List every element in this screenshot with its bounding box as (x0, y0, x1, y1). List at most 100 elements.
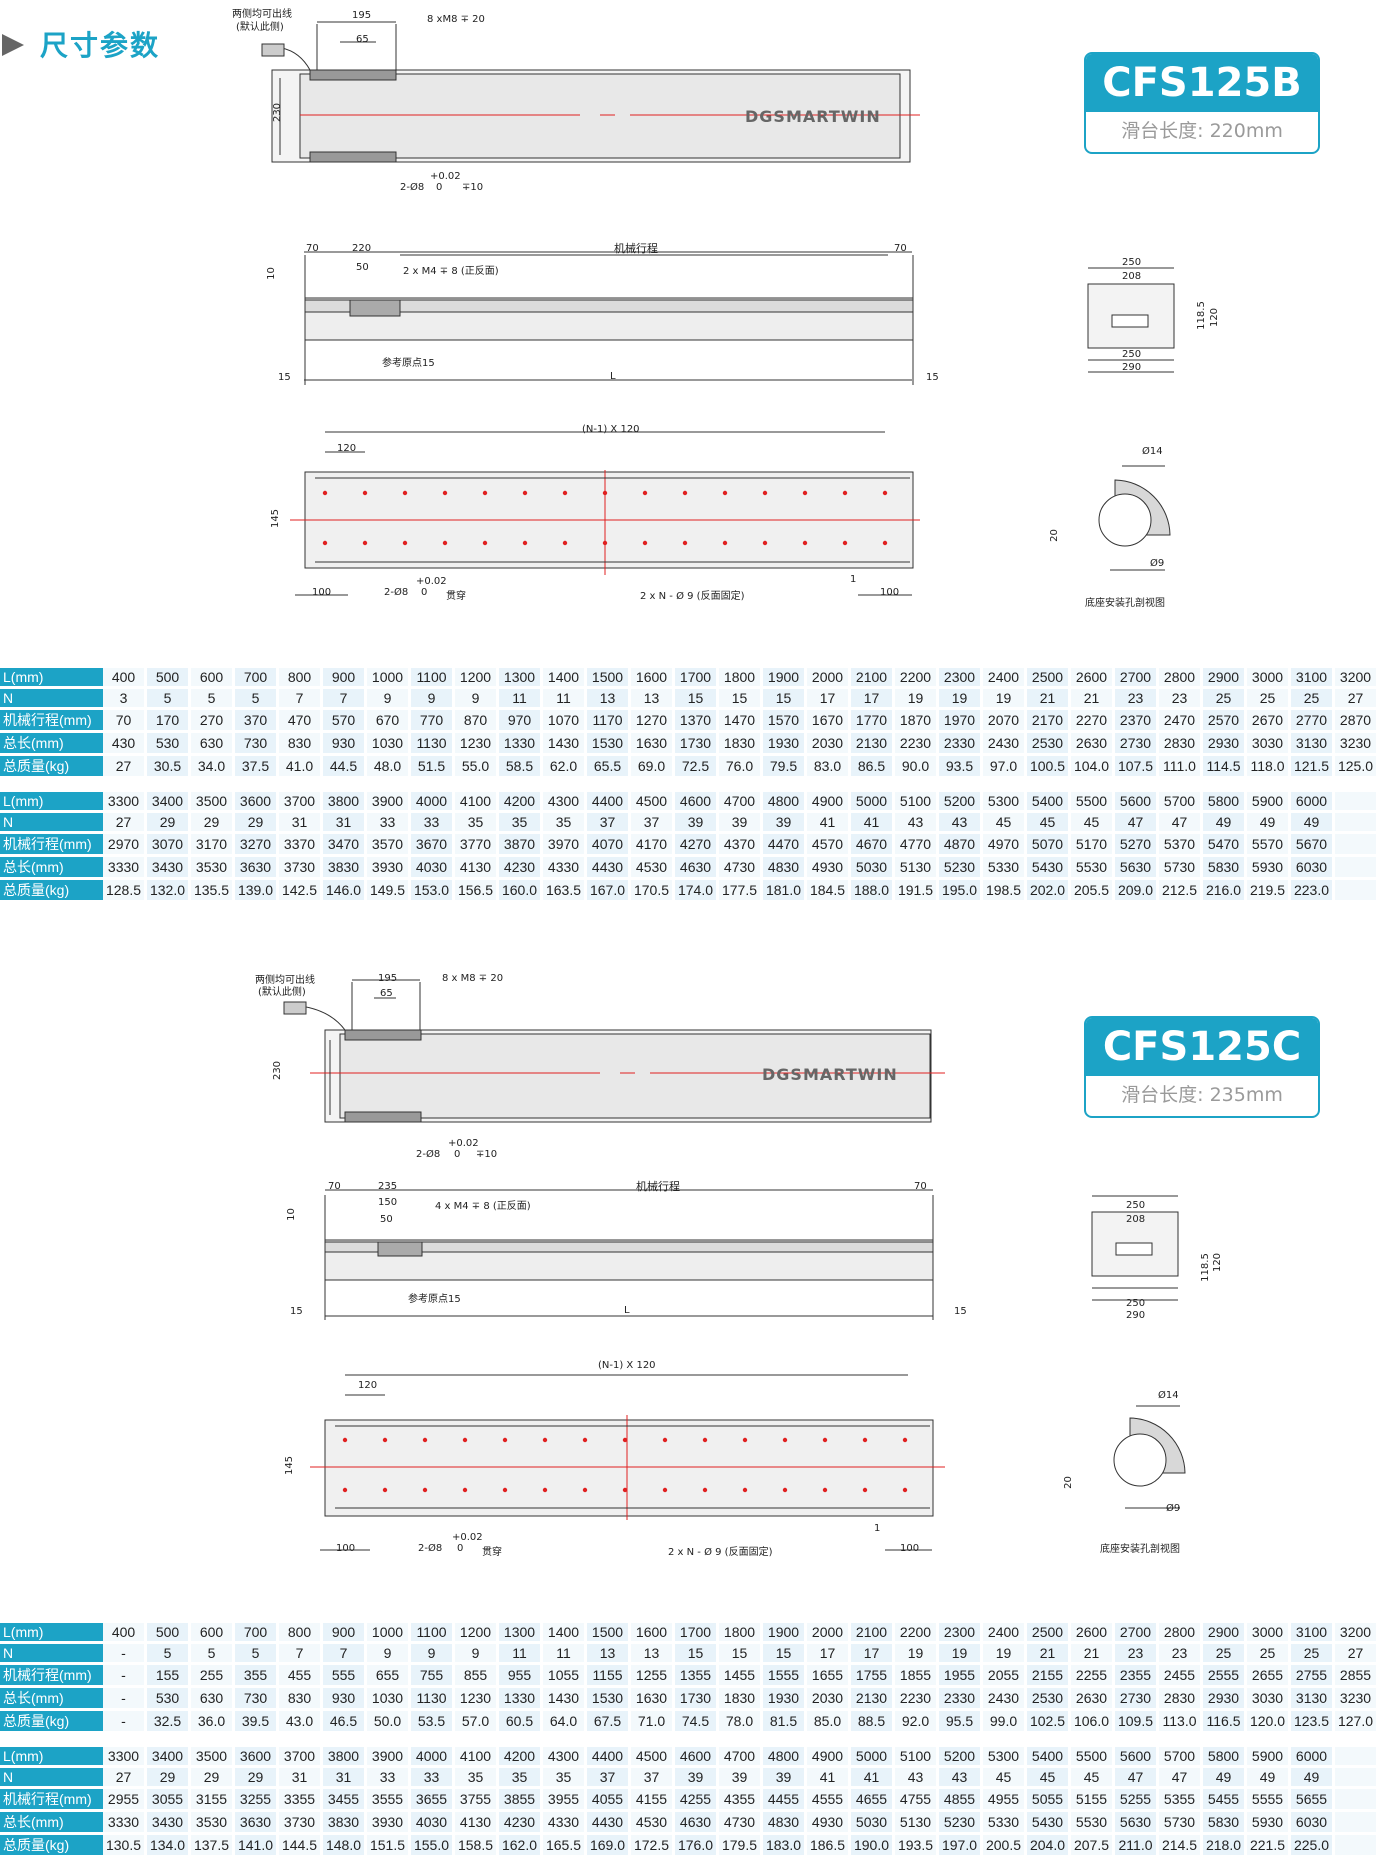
table-cell: 39 (719, 1768, 763, 1786)
table-cell: 4570 (807, 834, 851, 854)
row-label: 总质量(kg) (0, 1711, 103, 1731)
table-cell: 3055 (147, 1789, 191, 1809)
table-cell: 5 (147, 689, 191, 707)
table-cell: 2230 (895, 733, 939, 753)
pin-spec: 2-Ø8 (400, 182, 425, 193)
table-cell: 19 (895, 689, 939, 707)
mount-hole (822, 1437, 828, 1443)
table-cell: 4870 (939, 834, 983, 854)
table-cell: 49 (1291, 813, 1335, 831)
table-cell: 1570 (763, 710, 807, 730)
table-cell: 127.0 (1335, 1711, 1379, 1731)
row-label: N (0, 1768, 103, 1786)
table-cell: 355 (235, 1665, 279, 1685)
mount-hole (682, 540, 688, 546)
table-cell: 13 (631, 1644, 675, 1662)
table-cell: 270 (191, 710, 235, 730)
brand-logo: DGSMARTWIN (762, 1065, 898, 1084)
table-cell: 3330 (103, 1812, 147, 1832)
table-cell: 39 (675, 1768, 719, 1786)
table-cell: 15 (675, 1644, 719, 1662)
dim-70a: 70 (306, 243, 319, 254)
table-cell: 53.5 (411, 1711, 455, 1731)
table-cell: 30.5 (147, 756, 191, 776)
table-cell: 2100 (851, 668, 895, 686)
mount-hole (722, 540, 728, 546)
table-cell: 17 (807, 1644, 851, 1662)
play-triangle-icon (2, 34, 24, 56)
table-cell: 1800 (719, 1623, 763, 1641)
table-cell: 530 (147, 1688, 191, 1708)
table-cell: 6030 (1291, 857, 1335, 877)
table-cell: 3955 (543, 1789, 587, 1809)
table-cell: 2330 (939, 1688, 983, 1708)
table-cell: 4770 (895, 834, 939, 854)
mount-hole (582, 1437, 588, 1443)
table-cell: 5630 (1115, 857, 1159, 877)
table-cell: 71.0 (631, 1711, 675, 1731)
row-label: N (0, 813, 103, 831)
pin-tol: +0.02 (448, 1138, 479, 1149)
table-cell: 4900 (807, 1747, 851, 1765)
table-cell: 35 (499, 813, 543, 831)
table-cell: 1370 (675, 710, 719, 730)
table-cell: 4830 (763, 1812, 807, 1832)
table-cell: 67.5 (587, 1711, 631, 1731)
table-cell: 6030 (1291, 1812, 1335, 1832)
table-cell: 5655 (1291, 1789, 1335, 1809)
table-cell: 104.0 (1071, 756, 1115, 776)
section-view (1087, 267, 1175, 373)
dim-250b: 250 (1126, 1298, 1146, 1309)
table-cell: 25 (1291, 1644, 1335, 1662)
table-cell: 570 (323, 710, 367, 730)
table-cell (1335, 834, 1379, 854)
mount-hole (362, 540, 368, 546)
dim-1: 1 (874, 1523, 881, 1534)
dim-120: 120 (358, 1380, 378, 1391)
table-cell: 13 (587, 689, 631, 707)
table-cell: 184.5 (807, 880, 851, 900)
slide-length: 滑台长度: 235mm (1121, 1084, 1283, 1106)
table-cell: 3630 (235, 857, 279, 877)
table-cell: 700 (235, 1623, 279, 1641)
mount-hole (742, 1437, 748, 1443)
table-cell: 1430 (543, 733, 587, 753)
table-cell: 3200 (1335, 1623, 1379, 1641)
table-cell: 5800 (1203, 1747, 1247, 1765)
table-cell: 74.5 (675, 1711, 719, 1731)
dim-100b: 100 (900, 1543, 920, 1554)
dim-230: 230 (272, 102, 284, 123)
mount-hole (642, 540, 648, 546)
dim-150: 150 (378, 1197, 398, 1208)
table-cell: 23 (1115, 1644, 1159, 1662)
table-cell: 5300 (983, 792, 1027, 810)
table-cell: 160.0 (499, 880, 543, 900)
table-cell: 2930 (1203, 733, 1247, 753)
table-cell: 800 (279, 668, 323, 686)
table-cell: 4170 (631, 834, 675, 854)
table-cell: 1255 (631, 1665, 675, 1685)
table-cell: 5900 (1247, 1747, 1291, 1765)
table-cell: 1470 (719, 710, 763, 730)
table-cell: 5070 (1027, 834, 1071, 854)
dim-208: 208 (1122, 271, 1142, 282)
table-cell: 4430 (587, 857, 631, 877)
table-cell: 2100 (851, 1623, 895, 1641)
table-cell: 195.0 (939, 880, 983, 900)
table-cell: 2630 (1071, 733, 1115, 753)
mount-hole (402, 490, 408, 496)
table-cell (1335, 1812, 1379, 1832)
table-cell: 1200 (455, 668, 499, 686)
mount-hole (422, 1487, 428, 1493)
pitch-label: (N-1) X 120 (598, 1360, 656, 1371)
table-cell: 3530 (191, 1812, 235, 1832)
table-cell: 4400 (587, 1747, 631, 1765)
table-cell: 4655 (851, 1789, 895, 1809)
table-cell: 5500 (1071, 1747, 1115, 1765)
table-cell: 36.0 (191, 1711, 235, 1731)
table-cell: 470 (279, 710, 323, 730)
table-cell: 3800 (323, 792, 367, 810)
table-cell: 4630 (675, 857, 719, 877)
